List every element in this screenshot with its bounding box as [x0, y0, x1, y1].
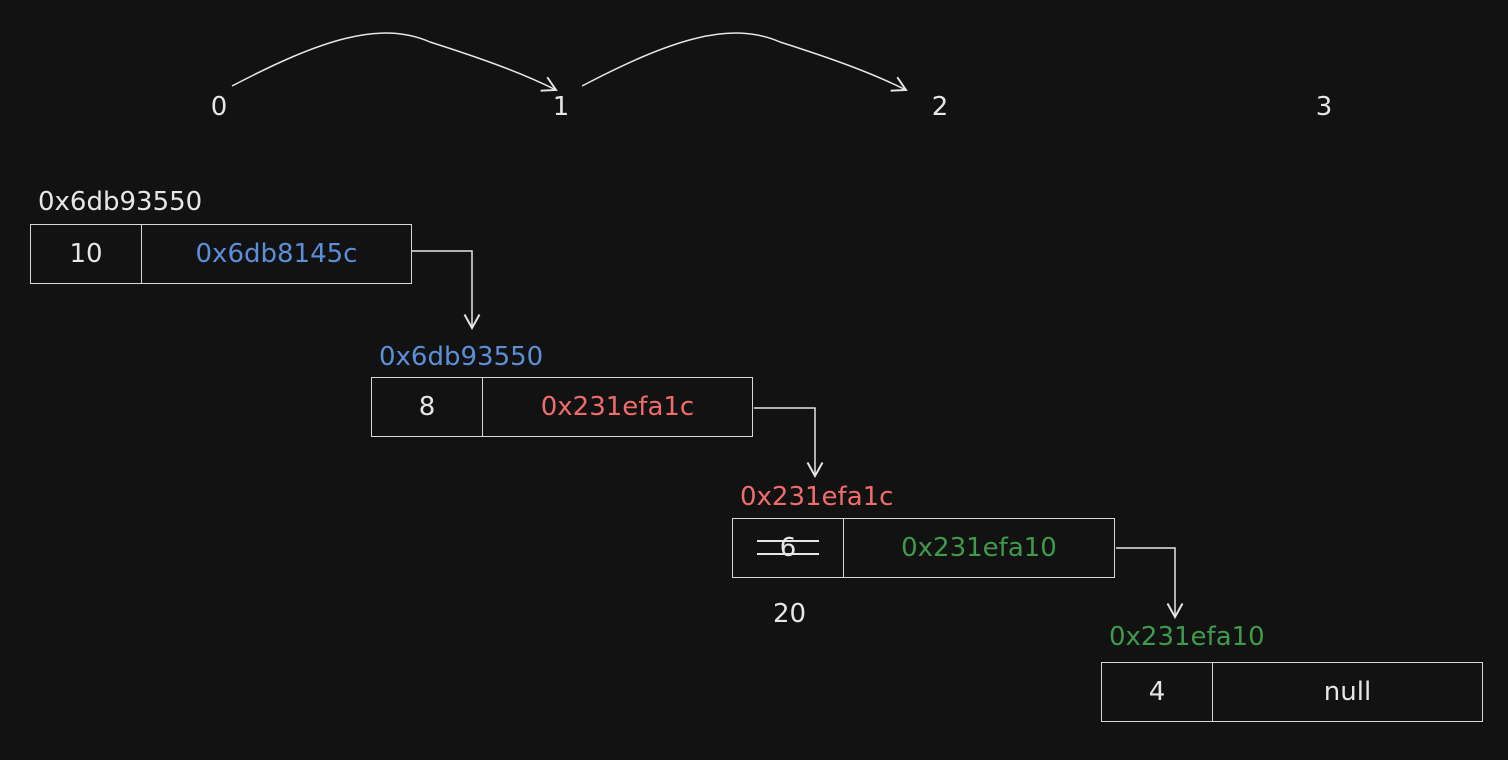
node-value-2-struck: 6: [779, 533, 797, 563]
node-address-2: 0x231efa1c: [740, 482, 894, 512]
replacement-value-2: 20: [773, 599, 807, 629]
list-node-2: 6 0x231efa10: [732, 518, 1115, 578]
list-node-0: 10 0x6db8145c: [30, 224, 412, 284]
pointer-arrow-node0-to-node1: [412, 250, 481, 331]
node-address-1: 0x6db93550: [379, 342, 544, 372]
strike-line-bottom: [757, 553, 819, 555]
node-next-3: null: [1323, 677, 1372, 707]
index-label-3: 3: [1315, 92, 1333, 122]
node-value-1: 8: [372, 378, 483, 436]
node-next-1: 0x231efa1c: [540, 392, 695, 422]
node-value-0: 10: [31, 225, 142, 283]
list-node-3: 4 null: [1101, 662, 1483, 722]
node-value-cell-2: 6: [733, 519, 844, 577]
index-label-1: 1: [552, 92, 570, 122]
index-arrow-1-to-2: [581, 32, 908, 92]
pointer-arrow-node1-to-node2: [754, 407, 824, 479]
node-address-0: 0x6db93550: [38, 187, 203, 217]
node-next-2: 0x231efa10: [901, 533, 1057, 563]
index-label-2: 2: [931, 92, 949, 122]
node-next-0: 0x6db8145c: [195, 239, 358, 269]
strike-line-top: [757, 540, 819, 542]
index-label-0: 0: [210, 92, 228, 122]
index-arrow-0-to-1: [231, 32, 558, 92]
node-value-3: 4: [1102, 663, 1213, 721]
list-node-1: 8 0x231efa1c: [371, 377, 753, 437]
node-address-3: 0x231efa10: [1109, 622, 1265, 652]
pointer-arrow-node2-to-node3: [1116, 547, 1184, 620]
